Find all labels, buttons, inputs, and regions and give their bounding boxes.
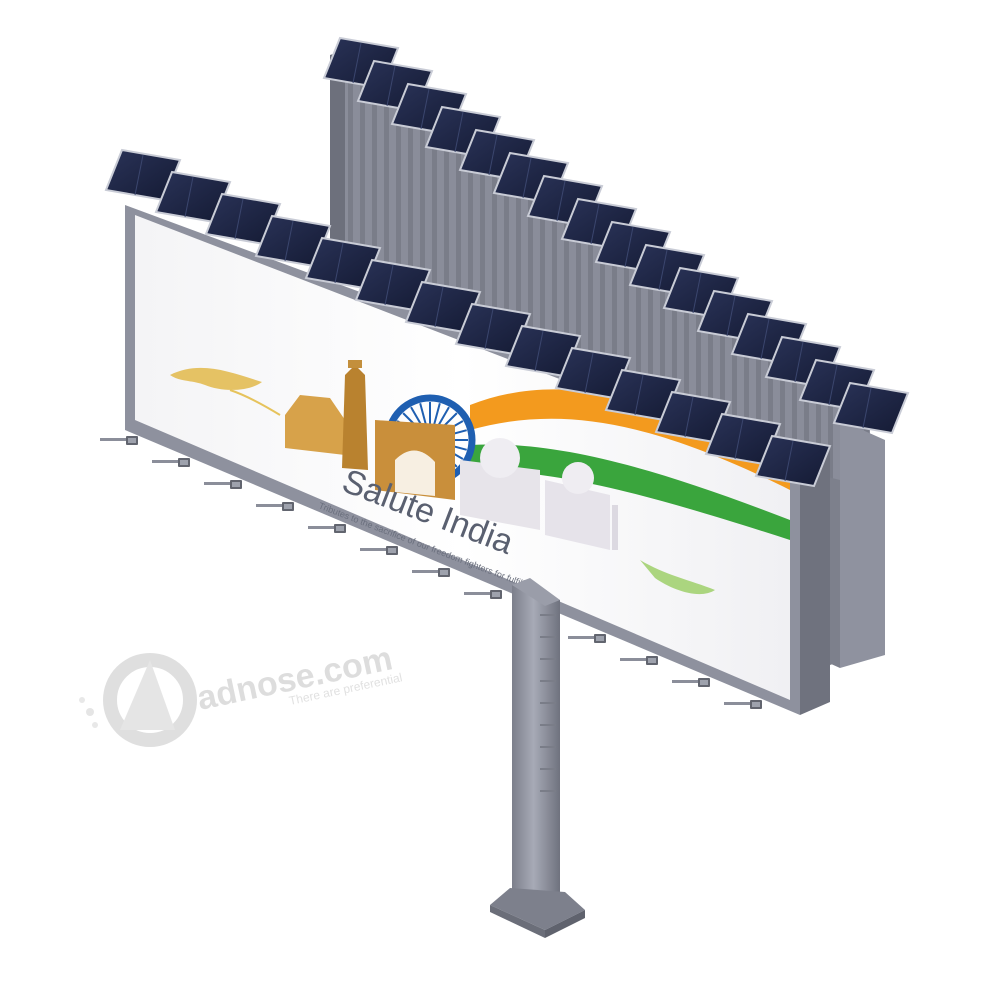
- solar-panel-icon: [404, 280, 482, 334]
- saffron-wave: [470, 389, 790, 490]
- floodlight-icon: [100, 436, 138, 445]
- floodlight-icon: [308, 524, 346, 533]
- logo-icon: [79, 653, 197, 747]
- right-ornament: [640, 560, 715, 595]
- solar-panel-icon: [832, 381, 910, 435]
- floodlight-icon: [360, 546, 398, 555]
- floodlight-icon: [464, 590, 502, 599]
- front-solar-array: [104, 148, 832, 488]
- floodlight-icon: [412, 568, 450, 577]
- rear-solar-array: [322, 36, 910, 435]
- left-ornament: [170, 367, 262, 390]
- green-wave: [470, 444, 790, 540]
- floodlight-icon: [256, 502, 294, 511]
- floodlight-icon: [568, 634, 606, 643]
- support-pole: [490, 578, 585, 938]
- floodlight-icon: [152, 458, 190, 467]
- watermark: adnose.com There are preferential: [79, 639, 404, 747]
- monuments: [285, 360, 618, 550]
- floodlight-icon: [672, 678, 710, 687]
- solar-panel-icon: [754, 434, 832, 488]
- floodlight-icon: [724, 700, 762, 709]
- billboard-face: Salute India Tributes to the sacrifice o…: [135, 215, 790, 700]
- floodlight-icon: [620, 656, 658, 665]
- floodlight-icon: [204, 480, 242, 489]
